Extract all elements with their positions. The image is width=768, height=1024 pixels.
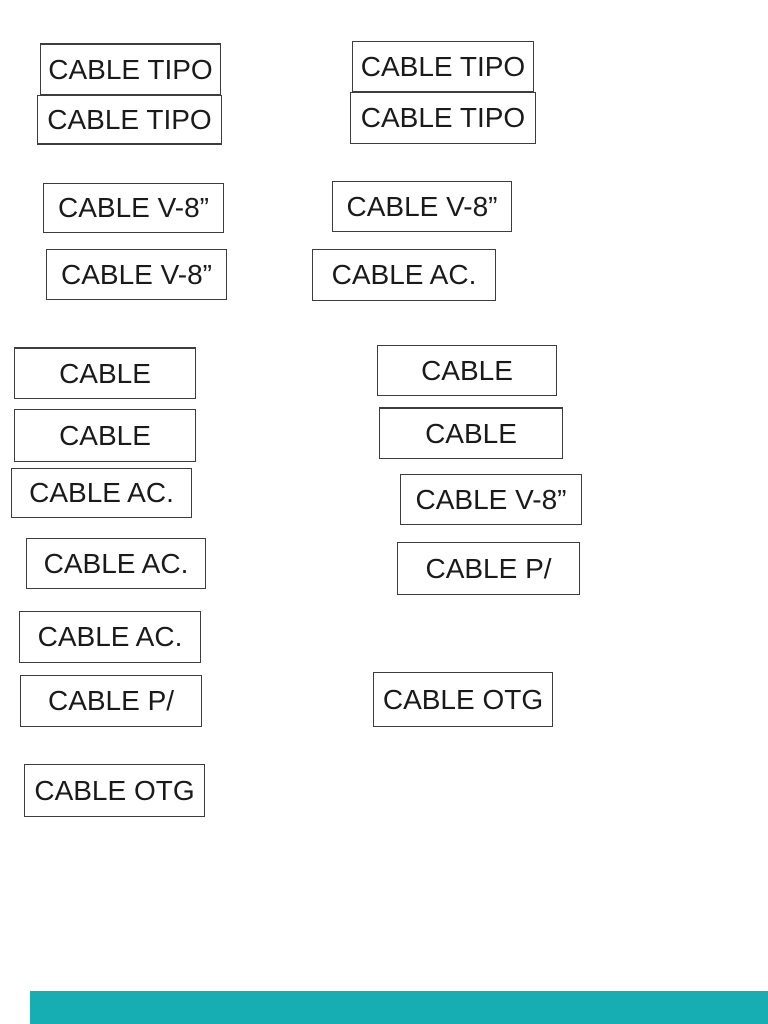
cable-label-box: CABLE TIPO <box>37 95 222 145</box>
cable-label-box: CABLE TIPO <box>352 41 534 92</box>
cable-label-box: CABLE <box>14 347 196 399</box>
cable-label-box: CABLE P/ <box>20 675 202 727</box>
bottom-teal-bar <box>30 991 768 1024</box>
cable-label-box: CABLE <box>14 409 196 462</box>
cable-label-box: CABLE AC. <box>11 468 192 518</box>
cable-label-box: CABLE <box>379 407 563 459</box>
cable-label-box: CABLE V-8” <box>400 474 582 525</box>
cable-label-box: CABLE <box>377 345 557 396</box>
cable-label-box: CABLE AC. <box>19 611 201 663</box>
cable-label-box: CABLE TIPO <box>40 43 221 95</box>
cable-label-box: CABLE V-8” <box>332 181 512 232</box>
cable-label-box: CABLE TIPO <box>350 92 536 144</box>
cable-label-box: CABLE AC. <box>26 538 206 589</box>
cable-label-box: CABLE P/ <box>397 542 580 595</box>
cable-label-box: CABLE V-8” <box>46 249 227 300</box>
cable-label-box: CABLE OTG <box>373 672 553 727</box>
cable-label-box: CABLE V-8” <box>43 183 224 233</box>
cable-label-box: CABLE OTG <box>24 764 205 817</box>
cable-label-box: CABLE AC. <box>312 249 496 301</box>
